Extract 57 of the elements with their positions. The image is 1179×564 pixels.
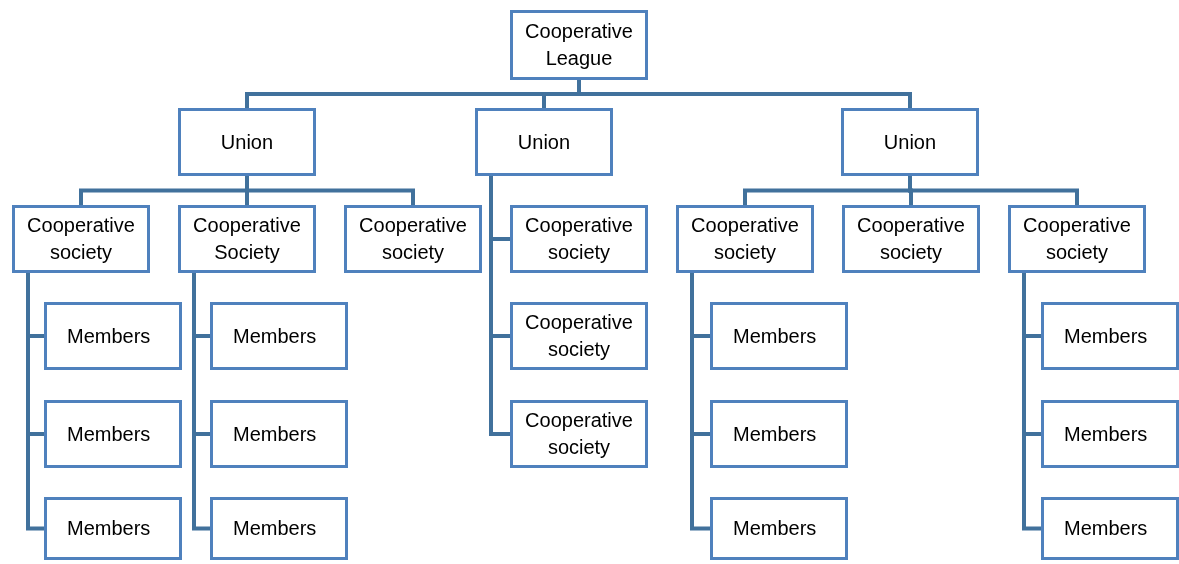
- org-box: [1008, 205, 1146, 273]
- org-box: [510, 205, 648, 273]
- connector-line: [908, 176, 1079, 205]
- org-box: [178, 205, 316, 273]
- org-box: [210, 497, 348, 560]
- connector-line: [489, 176, 510, 436]
- box-label: Members: [233, 421, 317, 447]
- box-label: Union: [220, 129, 274, 155]
- org-box: [475, 108, 613, 176]
- org-box: [12, 205, 150, 273]
- org-box: [44, 302, 182, 370]
- box-label: Union: [517, 129, 571, 155]
- org-box: [676, 205, 814, 273]
- box-label: Members: [233, 323, 317, 349]
- box-label: Cooperative society: [26, 213, 136, 265]
- org-box: [44, 400, 182, 468]
- org-box: [710, 497, 848, 560]
- box-label: Members: [1064, 421, 1148, 447]
- org-box: [44, 497, 182, 560]
- org-box: [710, 302, 848, 370]
- box-label: Members: [67, 516, 151, 541]
- connector-line: [245, 176, 415, 205]
- connector-line: [26, 273, 44, 531]
- box-label: Members: [733, 516, 817, 541]
- org-box: [1041, 302, 1179, 370]
- org-box: [510, 400, 648, 468]
- box-label: Members: [1064, 323, 1148, 349]
- connector-line: [690, 273, 710, 531]
- org-box: [1041, 497, 1179, 560]
- org-box: [1041, 400, 1179, 468]
- box-label: Cooperative society: [358, 213, 468, 265]
- org-box: [210, 302, 348, 370]
- box-label: Cooperative society: [524, 213, 634, 265]
- connector-line: [192, 273, 210, 531]
- box-label: Members: [733, 421, 817, 447]
- box-label: Cooperative society: [690, 213, 800, 265]
- org-box: [510, 10, 648, 80]
- box-label: Cooperative society: [856, 213, 966, 265]
- org-box: [710, 400, 848, 468]
- org-box: [841, 108, 979, 176]
- box-label: Cooperative society: [524, 408, 634, 460]
- box-label: Cooperative League: [524, 19, 634, 71]
- box-label: Members: [733, 323, 817, 349]
- box-label: Members: [67, 323, 151, 349]
- box-label: Cooperative society: [524, 310, 634, 362]
- org-box: [842, 205, 980, 273]
- org-box: [510, 302, 648, 370]
- org-box: [178, 108, 316, 176]
- org-box: [344, 205, 482, 273]
- box-label: Members: [1064, 516, 1148, 541]
- connector-line: [1022, 273, 1041, 531]
- org-box: [210, 400, 348, 468]
- box-label: Members: [67, 421, 151, 447]
- box-label: Union: [883, 129, 937, 155]
- box-label: Cooperative Society: [192, 213, 302, 265]
- box-label: Cooperative society: [1022, 213, 1132, 265]
- box-label: Members: [233, 516, 317, 541]
